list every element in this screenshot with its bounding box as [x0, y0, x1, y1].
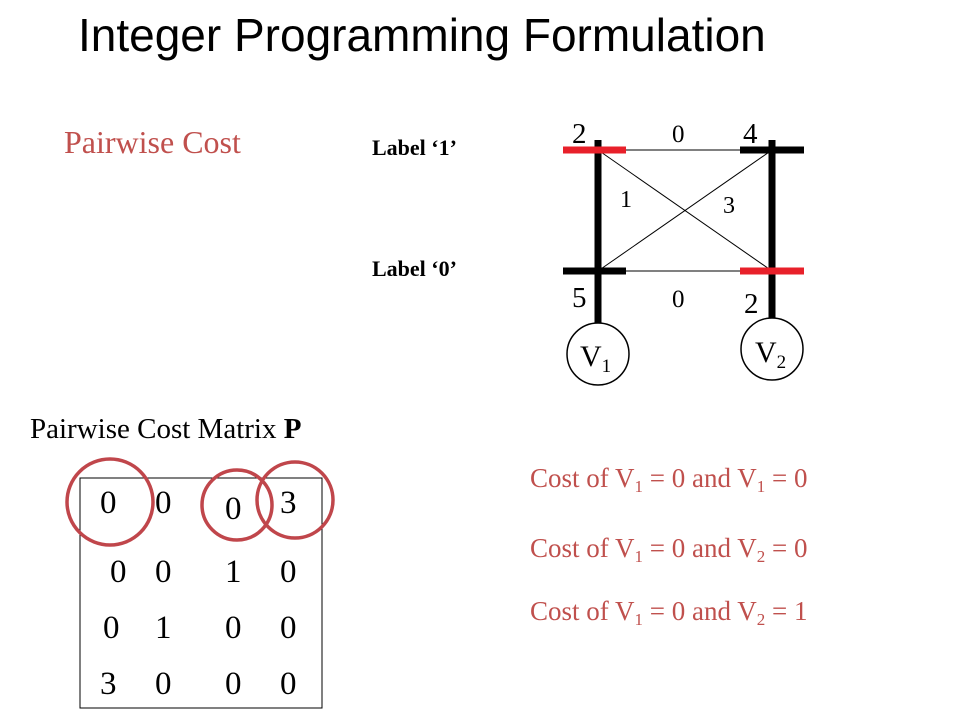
matrix-cell: 0 — [225, 610, 242, 646]
matrix-cell: 1 — [225, 554, 242, 590]
matrix-circle-1 — [65, 457, 155, 547]
cost-line-3: Cost of V1 = 0 and V2 = 1 — [530, 596, 808, 630]
pairwise-top: 0 — [672, 121, 685, 148]
pairwise-cost-heading: Pairwise Cost — [64, 124, 241, 160]
matrix-circle-2 — [200, 468, 274, 542]
cost-subscript: 1 — [634, 610, 644, 629]
v1-node-label: V1 — [580, 340, 611, 377]
matrix-symbol: P — [283, 413, 302, 445]
matrix-cell: 0 — [225, 666, 242, 702]
cost-subscript: 1 — [634, 477, 644, 496]
matrix-cell: 0 — [280, 610, 297, 646]
cost-text: Cost of V — [530, 533, 635, 563]
matrix-title-prefix: Pairwise Cost Matrix — [30, 413, 284, 445]
matrix-cell: 3 — [280, 485, 297, 521]
matrix-cell: 0 — [280, 666, 297, 702]
cost-text: = 0 and V — [643, 463, 757, 493]
cost-text: = 0 and V — [643, 533, 757, 563]
cost-subscript: 1 — [756, 477, 766, 496]
matrix-cell: 0 — [100, 485, 117, 521]
cost-text: Cost of V — [530, 596, 635, 626]
matrix-circle-3 — [255, 460, 335, 540]
matrix-cell: 0 — [155, 666, 172, 702]
edge-v1label0-v2label1 — [597, 149, 773, 272]
pairwise-diag-1: 1 — [620, 187, 632, 213]
matrix-cell: 0 — [110, 554, 127, 590]
cost-subscript: 2 — [756, 547, 766, 566]
v1-node — [566, 322, 630, 386]
v2-label1-cost: 4 — [743, 118, 758, 150]
matrix-cell: 0 — [225, 491, 242, 527]
matrix-cell: 0 — [280, 554, 297, 590]
matrix-cell: 3 — [100, 666, 117, 702]
pairwise-bottom: 0 — [672, 286, 685, 313]
pairwise-diag-3: 3 — [723, 193, 735, 219]
v2-node — [740, 317, 804, 381]
matrix-cells: 0 0 0 3 0 0 1 0 0 1 0 0 3 0 0 0 — [100, 485, 297, 702]
label-1-text: Label ‘1’ — [372, 135, 457, 160]
cost-text: Cost of V — [530, 463, 635, 493]
cost-text: = 0 and V — [643, 596, 757, 626]
matrix-cell: 1 — [155, 610, 172, 646]
cost-line-2: Cost of V1 = 0 and V2 = 0 — [530, 533, 808, 567]
matrix-cell: 0 — [155, 485, 172, 521]
matrix-border — [79, 477, 323, 709]
cost-subscript: 1 — [634, 547, 644, 566]
v2-label0-cost: 2 — [744, 288, 759, 320]
v1-label0-cost: 5 — [572, 282, 587, 314]
cost-text: = 0 — [765, 533, 808, 563]
v1-label1-cost: 2 — [572, 118, 587, 150]
cost-text: = 1 — [765, 596, 808, 626]
cost-line-1: Cost of V1 = 0 and V1 = 0 — [530, 463, 808, 497]
matrix-cell: 0 — [103, 610, 120, 646]
cost-subscript: 2 — [756, 610, 766, 629]
page-title: Integer Programming Formulation — [78, 9, 766, 61]
v2-node-label: V2 — [755, 336, 786, 373]
matrix-title: Pairwise Cost Matrix P — [30, 413, 301, 446]
matrix-cell: 0 — [155, 554, 172, 590]
cost-text: = 0 — [765, 463, 808, 493]
label-0-text: Label ‘0’ — [372, 256, 457, 281]
